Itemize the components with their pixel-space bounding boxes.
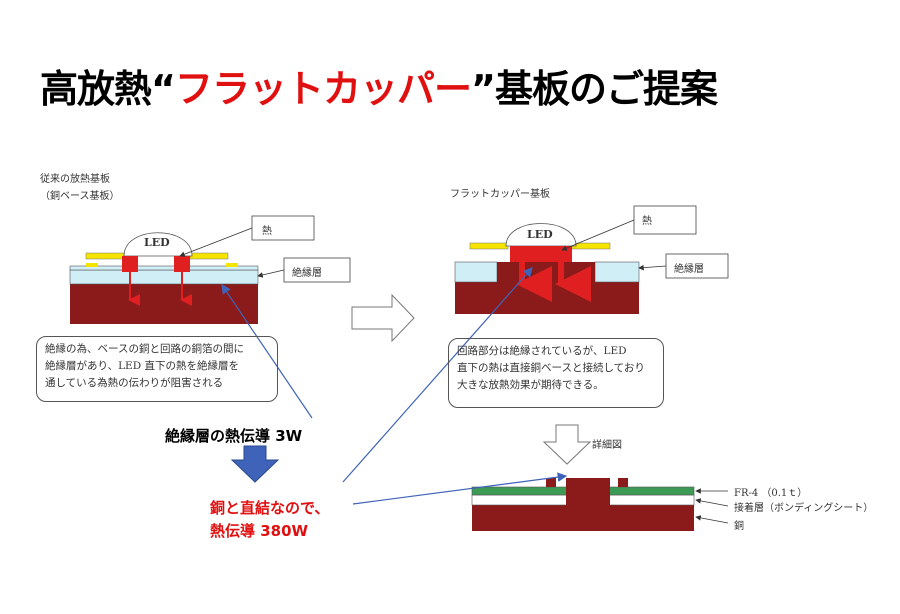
right-copper-base	[455, 282, 639, 314]
direct-connection-note-line1: 銅と直結なので、	[210, 499, 330, 517]
right-insulation-leader	[638, 264, 667, 271]
title-part1: 高放熱“	[40, 67, 176, 111]
left-pad-left	[85, 252, 125, 260]
left-pad-right	[189, 252, 229, 260]
right-box-line: 回路部分は絶縁されているが、LED	[457, 345, 627, 357]
right-insulation-right	[594, 261, 640, 283]
blue-arrow-to-right-pillar	[342, 267, 533, 483]
right-led-body	[510, 246, 572, 262]
left-pad-end-left	[86, 263, 98, 267]
right-insulation-left	[454, 261, 498, 283]
left-heat-leader	[179, 227, 253, 257]
detail-copper-label: 銅	[734, 521, 744, 532]
detail-adhesive-leader	[695, 498, 729, 507]
title-part2: ”基板のご提案	[471, 67, 718, 111]
right-copper-pillar	[497, 262, 595, 282]
detail-copper-pillar	[566, 478, 610, 506]
detail-adhesive-label: 接着層（ボンディングシート）	[734, 503, 874, 514]
detail-cross-section	[471, 478, 729, 531]
right-heat-label: 熱	[642, 216, 652, 227]
detail-label: 詳細図	[592, 440, 622, 451]
detail-copper-leader	[695, 515, 729, 524]
left-led-leg-left	[122, 256, 138, 272]
left-insulation-leader	[257, 269, 285, 278]
title-accent: フラットカッパー	[174, 67, 472, 111]
left-box-line: 通している為熱の伝わりが阻害される	[45, 377, 224, 389]
left-copper-base	[70, 284, 258, 324]
right-led-label: LED	[527, 228, 553, 241]
left-box-line: 絶縁層があり、LED 直下の熱を絶縁層を	[45, 360, 239, 372]
right-heat-callout-box	[633, 205, 697, 235]
left-heat-callout-box	[251, 215, 315, 241]
right-pad-left	[469, 242, 509, 250]
left-heading-2: （銅ベース基板）	[40, 191, 120, 202]
left-box-line: 絶縁の為、ベースの銅と回路の銅箔の間に	[45, 343, 244, 355]
page-title: 高放熱“フラットカッパー”基板のご提案	[40, 58, 718, 113]
left-pad-end-right	[226, 263, 238, 267]
transition-arrow	[351, 293, 415, 343]
insulation-conductivity-note: 絶縁層の熱伝導 3W	[165, 427, 303, 445]
left-led-dome	[123, 232, 193, 257]
right-explanation-box: 回路部分は絶縁されているが、LED 直下の熱は直接銅ベースと接続しており 大きな…	[448, 338, 664, 408]
left-heat-label: 熱	[262, 226, 272, 237]
detail-fr4-label: FR-4 （0.1ｔ）	[734, 488, 808, 499]
left-explanation-box: 絶縁の為、ベースの銅と回路の銅箔の間に 絶縁層があり、LED 直下の熱を絶縁層を…	[36, 336, 278, 402]
detail-pad-right	[618, 478, 628, 487]
left-insulation-callout-box	[283, 257, 351, 283]
left-insulation-label: 絶縁層	[292, 268, 322, 279]
blue-arrow-to-left-insulation	[221, 284, 313, 419]
left-insulation-layer	[69, 269, 259, 285]
right-box-line: 大きな放熱効果が期待できる。	[457, 379, 604, 391]
right-led-dome	[505, 223, 577, 247]
detail-down-arrow	[542, 424, 592, 465]
blue-arrow-to-detail	[352, 472, 568, 505]
right-insulation-label: 絶縁層	[674, 264, 704, 275]
right-box-line: 直下の熱は直接銅ベースと接続しており	[457, 362, 645, 374]
left-trace	[69, 265, 259, 271]
detail-copper-base	[472, 505, 694, 531]
left-heading-1: 従来の放熱基板	[40, 174, 110, 185]
blue-down-arrow	[230, 445, 280, 483]
right-heat-leader	[561, 219, 635, 251]
right-pad-right	[571, 242, 611, 250]
right-heading: フラットカッパー基板	[450, 189, 550, 200]
right-board-diagram	[454, 205, 729, 314]
left-led-leg-right	[174, 256, 190, 272]
detail-pad-left	[546, 478, 556, 487]
left-led-label: LED	[144, 236, 170, 249]
direct-connection-note-line2: 熱伝導 380W	[210, 522, 309, 540]
